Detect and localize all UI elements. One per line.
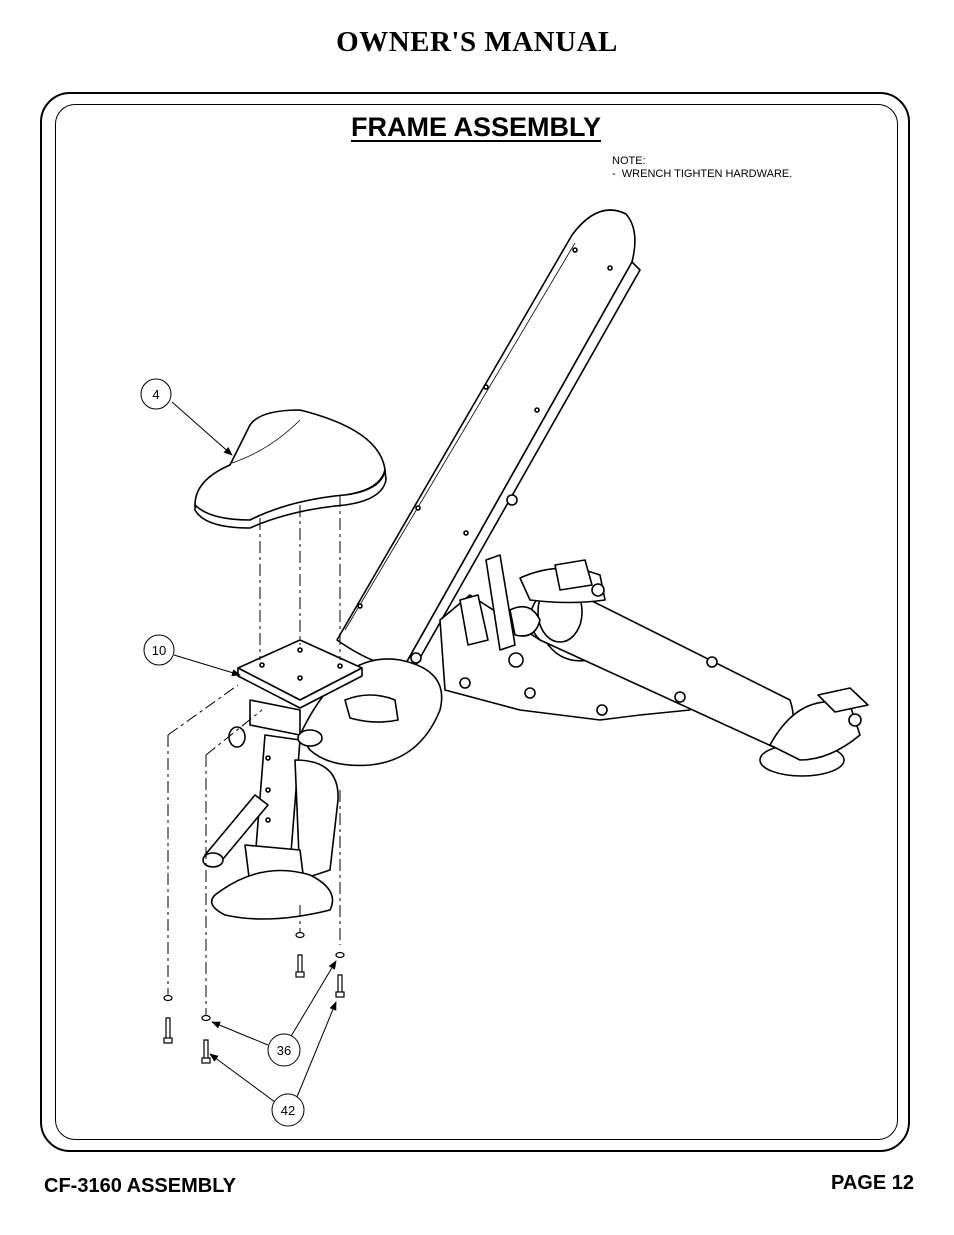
leader-42a [209, 1053, 276, 1103]
callout-10-label: 10 [152, 643, 166, 658]
callout-4-bubble [140, 378, 172, 410]
rear-crossbar [508, 559, 795, 751]
assembly-note: NOTE: - WRENCH TIGHTEN HARDWARE. [612, 155, 792, 181]
note-line: - WRENCH TIGHTEN HARDWARE. [612, 168, 793, 180]
assembly-lines [167, 495, 341, 1015]
leader-4 [171, 401, 233, 456]
leader-36b [289, 960, 337, 1039]
inner-border [55, 104, 898, 1140]
adjustment-handle [202, 699, 323, 868]
note-heading: NOTE: [612, 155, 646, 167]
leader-36a [211, 1021, 269, 1046]
outer-border [40, 92, 910, 1152]
seat-bracket-plate [237, 639, 363, 709]
footer-page-number: PAGE 12 [831, 1172, 914, 1194]
callout-36-label: 36 [277, 1043, 291, 1058]
section-title: FRAME ASSEMBLY [351, 112, 602, 142]
hardware [163, 931, 345, 1064]
callout-36-bubble [267, 1033, 301, 1067]
rear-foot-right [674, 656, 869, 777]
callout-42-label: 42 [281, 1103, 295, 1118]
callout-10-bubble [143, 634, 175, 666]
leader-10 [173, 654, 241, 677]
footer-model: CF-3160 ASSEMBLY [44, 1175, 236, 1197]
callout-4-label: 4 [152, 387, 159, 402]
callout-42-bubble [271, 1093, 305, 1127]
manual-title: OWNER'S MANUAL [336, 26, 618, 58]
leader-42b [296, 1001, 337, 1098]
front-leg [210, 734, 339, 920]
seat-pad [194, 409, 387, 529]
